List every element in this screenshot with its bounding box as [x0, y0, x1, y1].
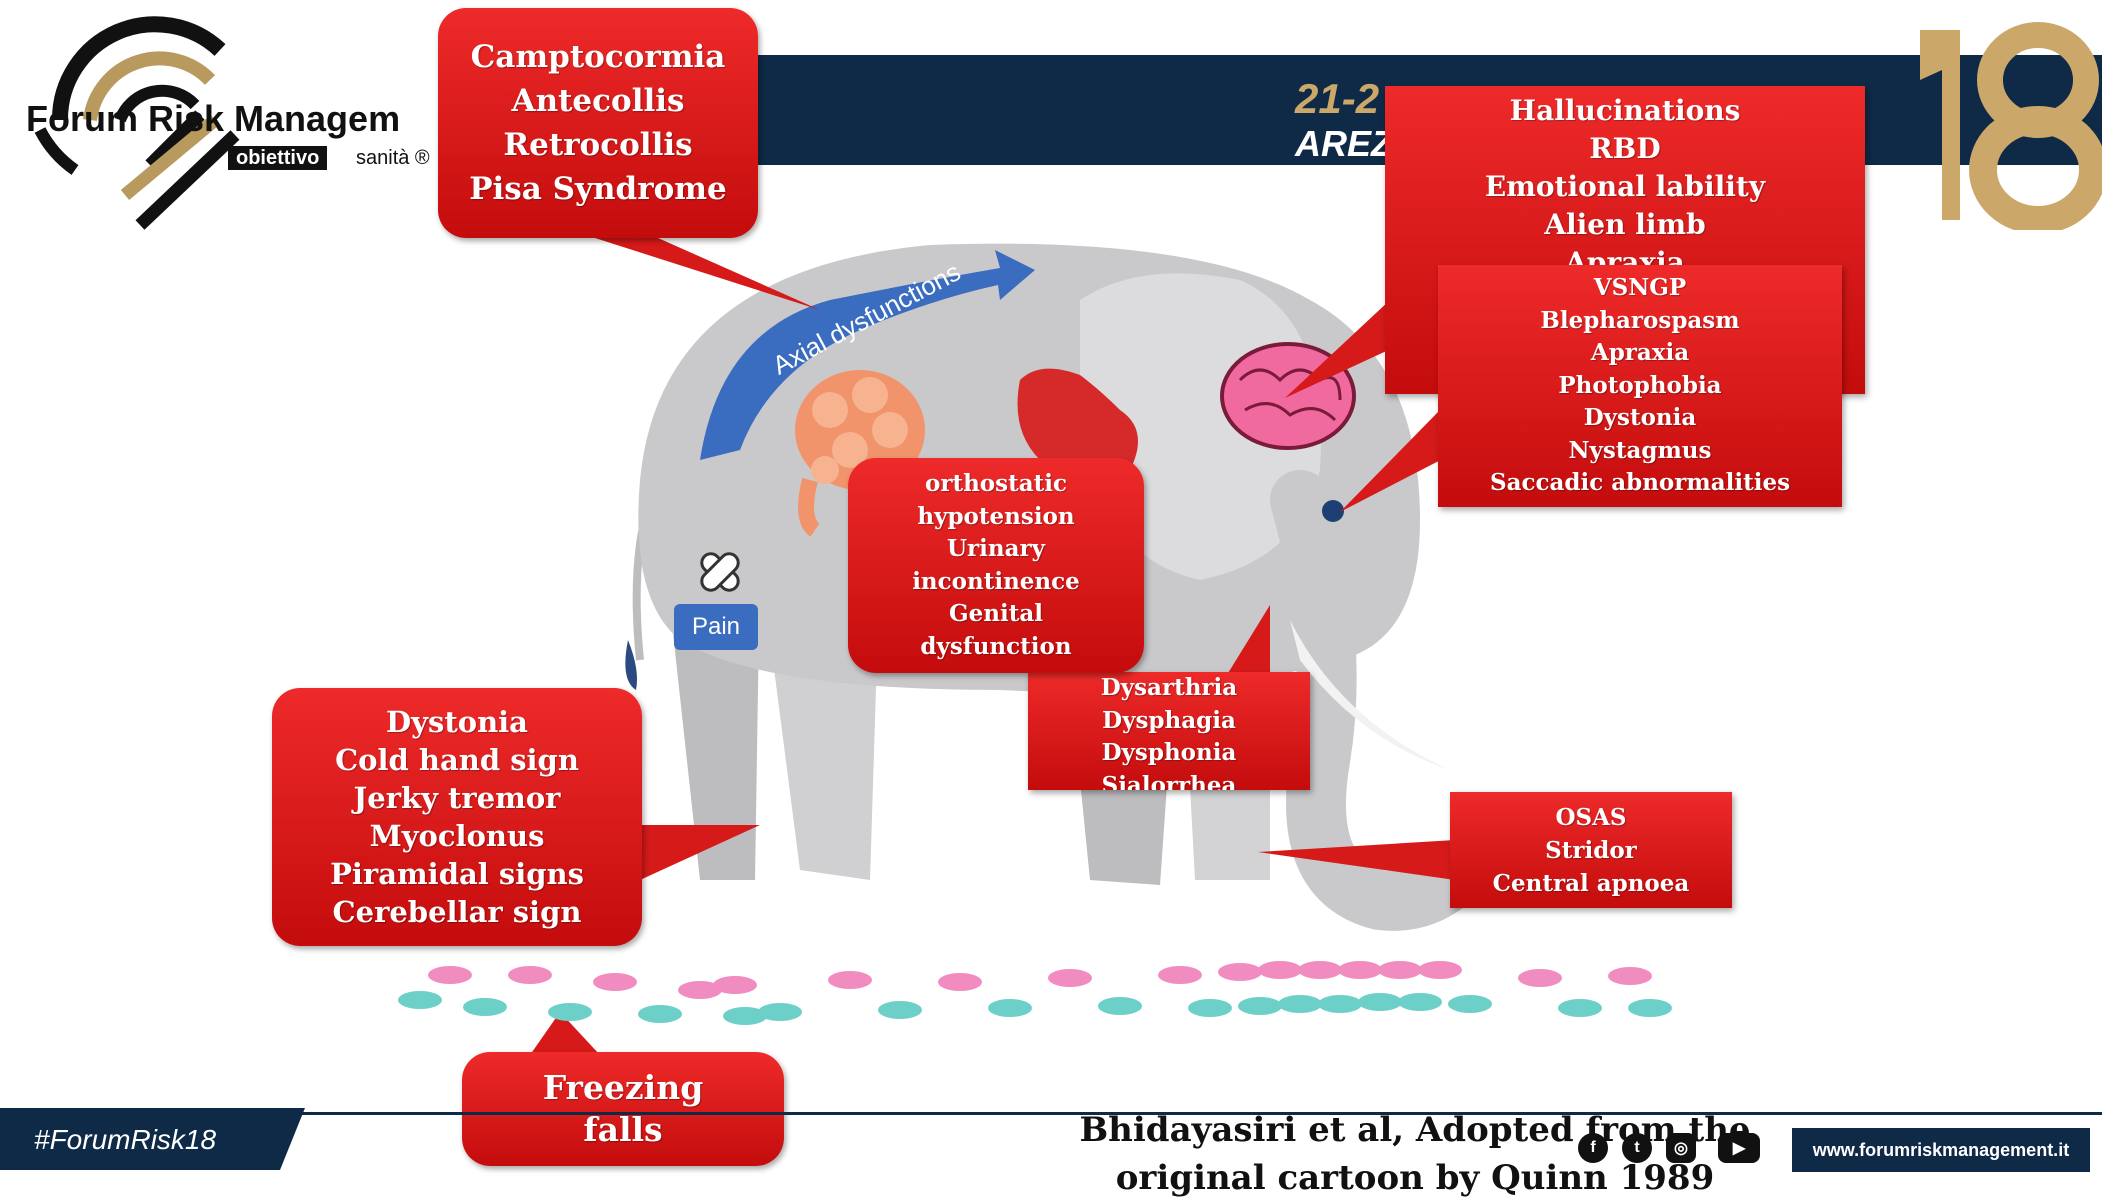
callout-line: Piramidal signs	[330, 855, 584, 893]
callout-gait-symptoms: Freezing falls	[462, 1052, 784, 1166]
facebook-icon[interactable]: f	[1578, 1133, 1608, 1163]
callout-line: Dysphagia	[1102, 705, 1236, 738]
callout-line: RBD	[1589, 130, 1660, 168]
callout-line: Nystagmus	[1569, 435, 1712, 468]
callout-limb-symptoms: Dystonia Cold hand sign Jerky tremor Myo…	[272, 688, 642, 946]
callout-line: Freezing	[543, 1067, 704, 1109]
callout-line: VSNGP	[1594, 272, 1686, 305]
callout-line: dysfunction	[920, 631, 1071, 664]
callout-line: Camptocormia	[471, 35, 726, 79]
callout-line: Saccadic abnormalities	[1490, 467, 1790, 500]
callout-line: hypotension	[917, 501, 1074, 534]
callout-line: OSAS	[1555, 801, 1626, 834]
twitter-icon[interactable]: t	[1622, 1133, 1652, 1163]
callout-line: Stridor	[1545, 834, 1637, 867]
hashtag-text: #ForumRisk18	[34, 1124, 216, 1156]
callout-line: Cerebellar sign	[333, 893, 582, 931]
callout-line: Sialorrhea	[1102, 770, 1237, 791]
callout-line: Photophobia	[1558, 370, 1721, 403]
callout-axial-symptoms: Camptocormia Antecollis Retrocollis Pisa…	[438, 8, 758, 238]
youtube-icon[interactable]: ▶	[1718, 1133, 1760, 1163]
elephant-eye	[1322, 500, 1344, 522]
callout-line: Pisa Syndrome	[469, 167, 727, 211]
footprints	[398, 961, 1672, 1025]
pain-label: Pain	[674, 604, 758, 650]
callout-line: Antecollis	[512, 79, 685, 123]
callout-line: Jerky tremor	[354, 779, 561, 817]
callout-line: Hallucinations	[1510, 92, 1741, 130]
callout-eye-symptoms: VSNGP Blepharospasm Apraxia Photophobia …	[1438, 265, 1842, 507]
callout-line: Cold hand sign	[335, 741, 579, 779]
callout-line: Urinary	[947, 533, 1045, 566]
callout-line: Dystonia	[386, 703, 528, 741]
callout-line: Apraxia	[1591, 337, 1689, 370]
callout-line: Dystonia	[1584, 402, 1697, 435]
callout-line: Retrocollis	[503, 123, 692, 167]
callout-line: Central apnoea	[1493, 867, 1690, 900]
callout-line: incontinence	[912, 566, 1080, 599]
callout-line: Myoclonus	[370, 817, 545, 855]
callout-line: Dysarthria	[1101, 672, 1237, 705]
callout-line: orthostatic	[925, 468, 1067, 501]
callout-line: falls	[583, 1109, 662, 1151]
callout-line: Alien limb	[1544, 206, 1705, 244]
callout-respiratory-symptoms: OSAS Stridor Central apnoea	[1450, 792, 1732, 908]
callout-autonomic-symptoms: orthostatic hypotension Urinary incontin…	[848, 458, 1144, 673]
instagram-icon[interactable]: ◎	[1666, 1133, 1696, 1163]
callout-line: Dysphonia	[1102, 737, 1237, 770]
callout-line: Emotional lability	[1485, 168, 1765, 206]
callout-speech-symptoms: Dysarthria Dysphagia Dysphonia Sialorrhe…	[1028, 672, 1310, 790]
website-link[interactable]: www.forumriskmanagement.it	[1792, 1128, 2090, 1172]
callout-line: Blepharospasm	[1540, 305, 1739, 338]
callout-line: Genital	[949, 598, 1043, 631]
